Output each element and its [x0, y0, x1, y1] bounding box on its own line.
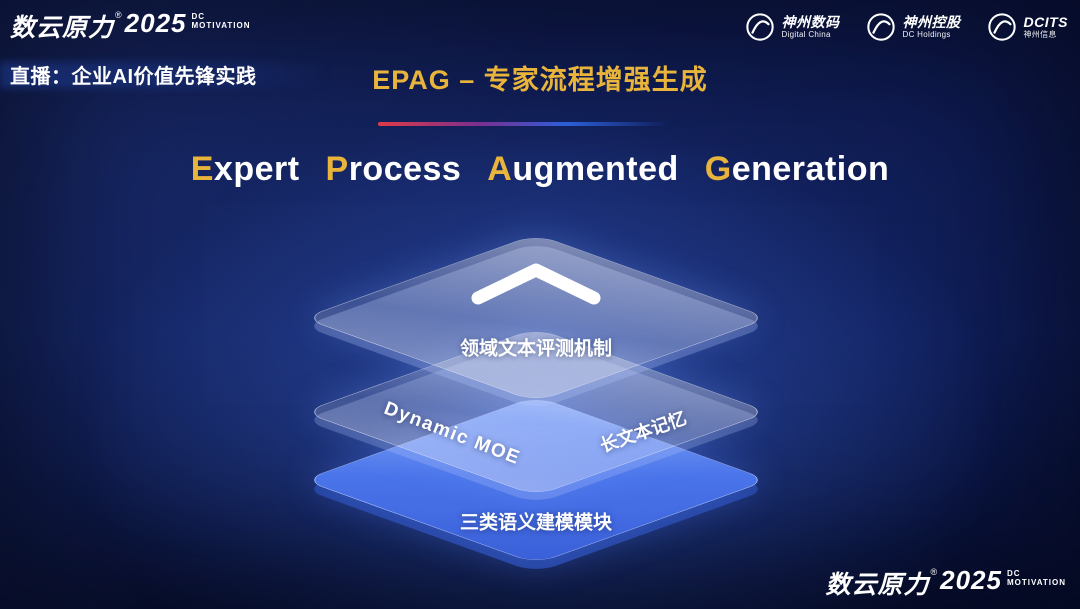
brand-registered-mark: ®: [115, 10, 122, 20]
partner-name-cn: 神州数码: [781, 14, 840, 31]
brand-name: 数云原力: [825, 571, 930, 599]
partner-logo-dcits: DCITS 神州信息: [987, 12, 1069, 42]
brand-logo-footer: 数云原力®2025 DC MOTIVATION: [825, 565, 1066, 601]
title-word-process: Process: [325, 150, 462, 188]
partner-logo-text: 神州数码 Digital China: [782, 14, 840, 39]
partner-logo-digital-china: 神州数码 Digital China: [745, 12, 840, 42]
brand-registered-mark: ®: [930, 567, 938, 577]
partner-name-cn: 神州控股: [902, 14, 961, 31]
partner-name-en: DC Holdings: [902, 30, 951, 40]
brand-tagline: DC MOTIVATION: [192, 12, 251, 30]
slide-title: EPAG – 专家流程增强生成: [372, 65, 708, 95]
dc-holdings-logo-icon: [866, 12, 896, 42]
title-word-augmented: Augmented: [487, 150, 679, 188]
partner-name-cn: 神州信息: [1023, 30, 1057, 40]
live-label: 直播：企业AI价值先锋实践: [10, 66, 257, 88]
partner-logos: 神州数码 Digital China 神州控股 DC Holdings DCIT…: [745, 12, 1069, 42]
partner-logo-dc-holdings: 神州控股 DC Holdings: [866, 12, 961, 42]
title-word-expert: Expert: [190, 150, 300, 188]
brand-tagline-line2: MOTIVATION: [191, 21, 251, 31]
dcits-logo-icon: [987, 12, 1017, 42]
live-label-glow: [0, 62, 330, 88]
bottom-layer-label: 三类语义建模模块: [459, 512, 613, 534]
brand-year: 2025: [124, 8, 187, 38]
brand-year: 2025: [940, 565, 1002, 595]
partner-name-en: Digital China: [781, 30, 831, 40]
partner-logo-text: 神州控股 DC Holdings: [903, 14, 961, 39]
partner-name-en: DCITS: [1023, 14, 1068, 31]
title-word-generation: Generation: [704, 150, 890, 188]
title-divider-line: [378, 122, 668, 126]
brand-tagline: DC MOTIVATION: [1007, 569, 1066, 587]
brand-name: 数云原力: [10, 14, 115, 42]
brand-tagline-line2: MOTIVATION: [1006, 578, 1066, 588]
top-layer-label: 领域文本评测机制: [459, 338, 613, 360]
partner-logo-text: DCITS 神州信息: [1024, 14, 1069, 39]
page-title: Expert Process Augmented Generation: [0, 150, 1080, 189]
brand-tagline-line1: DC: [1006, 569, 1021, 578]
brand-logo-header: 数云原力®2025 DC MOTIVATION: [10, 8, 251, 44]
digital-china-logo-icon: [745, 12, 775, 42]
chevron-up-icon: [471, 263, 601, 305]
brand-tagline-line1: DC: [191, 12, 206, 21]
